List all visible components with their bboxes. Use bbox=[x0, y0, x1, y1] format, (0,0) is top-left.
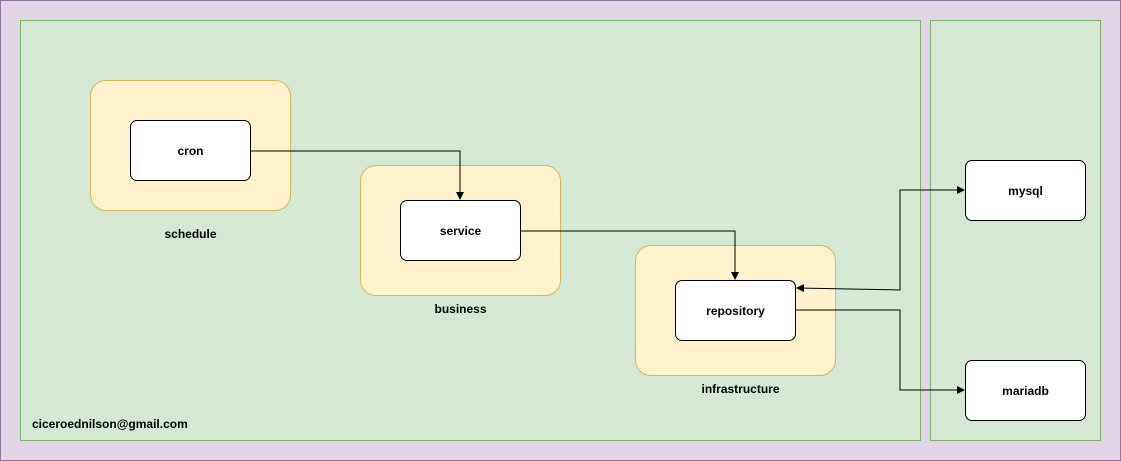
schedule-label: schedule bbox=[164, 227, 217, 241]
mariadb-node[interactable]: mariadb bbox=[965, 360, 1086, 421]
mariadb-node-label: mariadb bbox=[1002, 383, 1049, 398]
business-label: business bbox=[434, 302, 487, 316]
mysql-node-label: mysql bbox=[1008, 183, 1043, 198]
infrastructure-label: infrastructure bbox=[701, 382, 780, 396]
mysql-node[interactable]: mysql bbox=[965, 160, 1086, 221]
service-node-label: service bbox=[439, 223, 482, 238]
repository-node-label: repository bbox=[706, 303, 765, 318]
cron-node-label: cron bbox=[177, 143, 204, 158]
cron-node[interactable]: cron bbox=[130, 120, 251, 181]
author-email: ciceroednilson@gmail.com bbox=[32, 417, 188, 431]
service-node[interactable]: service bbox=[400, 200, 521, 261]
repository-node[interactable]: repository bbox=[675, 280, 796, 341]
